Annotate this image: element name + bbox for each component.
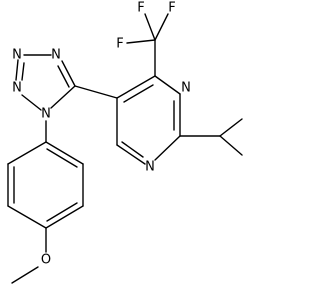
atom-label-n: N — [145, 160, 155, 175]
bond-isopropyl-methyl-down — [219, 135, 243, 156]
bond-ph-c4-c5 — [45, 205, 84, 229]
structure-diagram: F F F N N N N N N O — [7, 1, 243, 284]
atom-label-n: N — [12, 81, 22, 96]
atom-label-n: N — [12, 48, 22, 63]
atom-label-f: F — [116, 37, 123, 52]
atom-label-n: N — [41, 107, 51, 122]
bond-tz-n3-n2 — [15, 59, 19, 81]
bond-n1-c6 — [116, 144, 146, 165]
bond-cf3-f-top-right — [154, 13, 169, 41]
bond-o-ch3 — [11, 266, 39, 284]
bond-ph-c1-c2 — [7, 141, 47, 165]
atom-label-f: F — [168, 1, 175, 16]
bond-n1-c6-double — [121, 141, 144, 158]
bond-ph-c3-c4 — [7, 205, 47, 229]
atom-label-n: N — [181, 81, 191, 96]
bond-tz-n2-n1 — [21, 94, 42, 111]
bond-c4-n3 — [154, 75, 181, 95]
atom-labels: F F F N N N N N N O — [12, 1, 191, 268]
bond-isopropyl-methyl-up — [219, 118, 243, 137]
bond-tz-c5-n4-double — [57, 65, 70, 88]
bond-cf3-f-top-left — [144, 13, 156, 41]
bond-c5-c4 — [116, 75, 156, 99]
bond-tz-n1-c5 — [50, 85, 76, 109]
bond-c5-tetrazole-c5 — [74, 85, 118, 99]
atom-label-o: O — [41, 253, 51, 268]
bond-c2-n1 — [154, 135, 181, 161]
atom-label-n: N — [51, 48, 61, 63]
atom-label-f: F — [137, 1, 144, 16]
bond-cf3-f-left — [126, 39, 156, 44]
bond-ph-c6-c1 — [45, 141, 84, 165]
bond-tz-n3-n2-double — [21, 62, 25, 81]
molecule-structure-canvas: F F F N N N N N N O — [7, 1, 243, 284]
bond-ph-c6-c1-double — [46, 148, 78, 168]
bond-c5-c4-double — [123, 84, 154, 103]
bond-ph-c4-c5-double — [46, 202, 78, 222]
bonds — [7, 13, 243, 284]
bond-tz-c5-n4 — [61, 60, 76, 87]
